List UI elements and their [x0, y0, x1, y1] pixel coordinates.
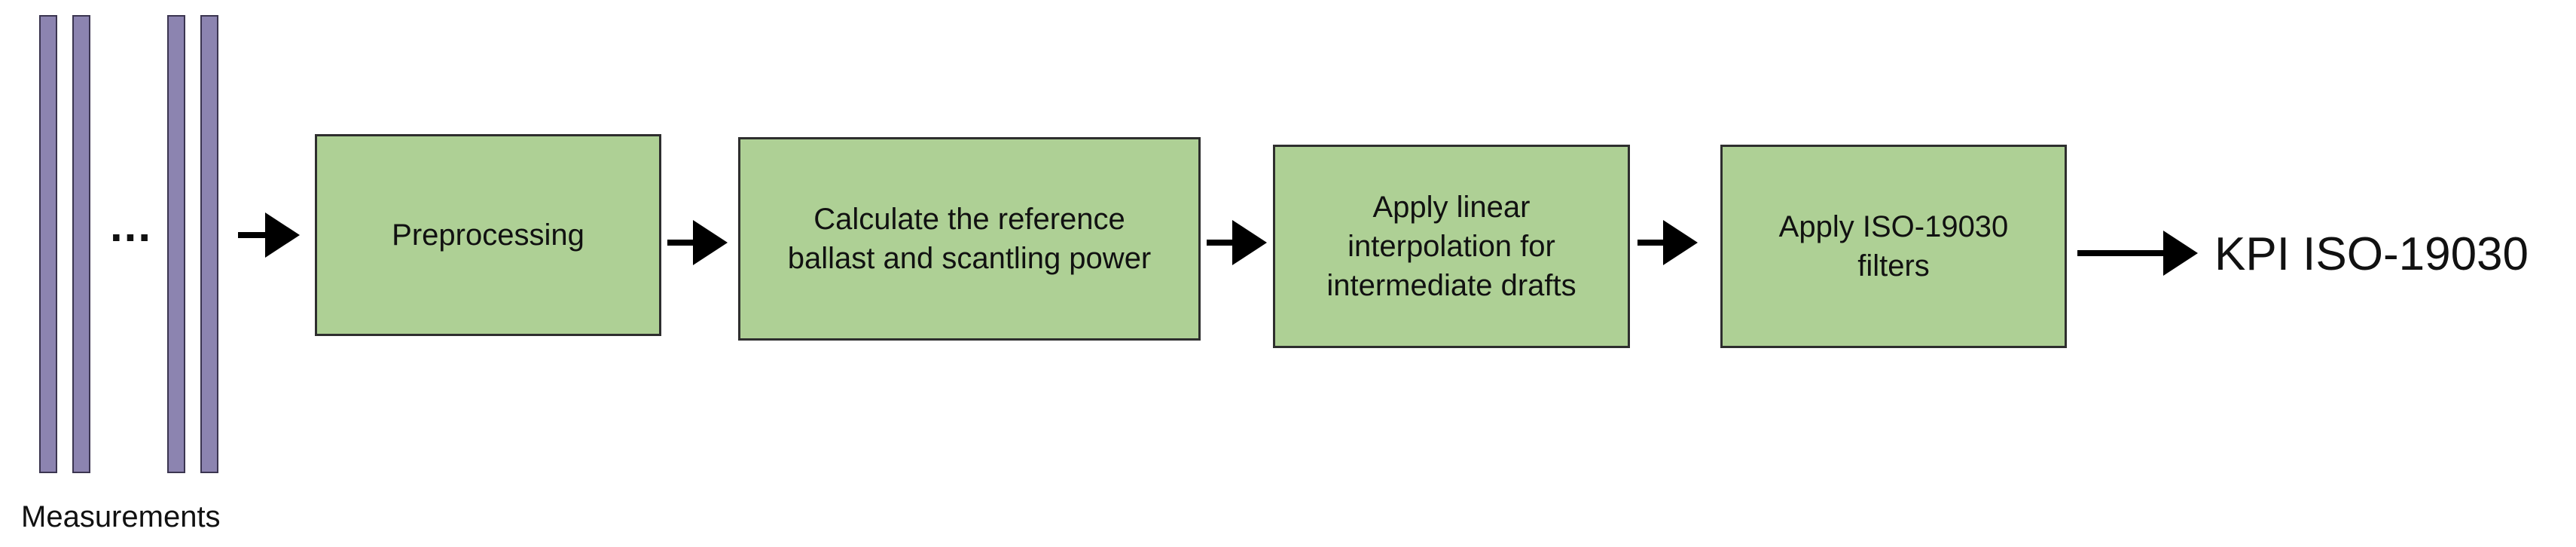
- step-interpolation-box: Apply linear interpolation for intermedi…: [1273, 145, 1630, 348]
- arrow-head: [265, 212, 300, 258]
- measurement-bar-3: [167, 15, 185, 473]
- step-filters-box: Apply ISO-19030 filters: [1720, 145, 2067, 348]
- arrow-head: [2163, 231, 2198, 276]
- arrow-to-kpi: [2077, 231, 2198, 276]
- arrow-shaft: [667, 240, 704, 246]
- arrow-shaft: [2077, 250, 2168, 256]
- arrow-shaft: [238, 232, 276, 238]
- measurement-bar-2: [72, 15, 90, 473]
- arrow-shaft: [1637, 240, 1674, 246]
- arrow-to-reference-power: [667, 220, 728, 265]
- kpi-output-label: KPI ISO-19030: [2214, 228, 2529, 280]
- arrow-head: [1663, 220, 1698, 265]
- measurement-bar-4: [200, 15, 218, 473]
- arrow-to-filters: [1637, 220, 1698, 265]
- step-reference-power-box: Calculate the reference ballast and scan…: [738, 137, 1201, 341]
- step-preprocessing-box: Preprocessing: [315, 134, 661, 336]
- arrow-to-preprocessing: [238, 212, 300, 258]
- measurement-ellipsis: ...: [109, 200, 152, 251]
- measurements-label: Measurements: [21, 500, 221, 533]
- arrow-head: [693, 220, 728, 265]
- arrow-head: [1232, 220, 1267, 265]
- arrow-shaft: [1207, 240, 1243, 246]
- measurement-bar-1: [39, 15, 57, 473]
- arrow-to-interpolation: [1207, 220, 1267, 265]
